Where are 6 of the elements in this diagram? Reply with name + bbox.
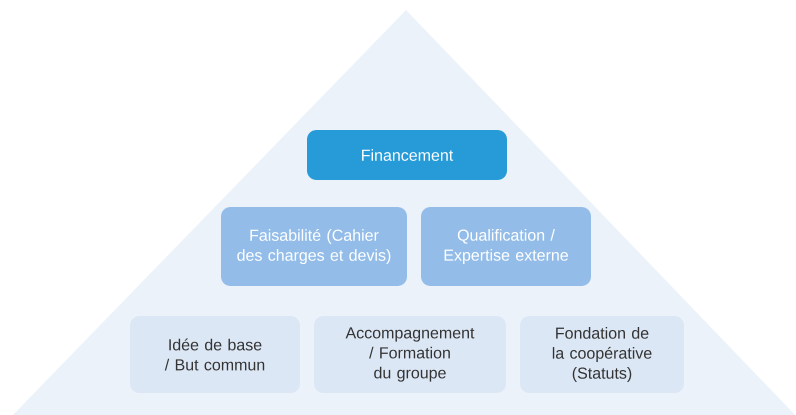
top-box: Financement	[307, 130, 507, 180]
base-box: Fondation de la coopérative (Statuts)	[520, 316, 684, 394]
base-box: Accompagnement / Formation du groupe	[314, 316, 506, 394]
middle-box: Qualification / Expertise externe	[421, 207, 591, 286]
base-box: Idée de base / But commun	[130, 316, 300, 394]
middle-box: Faisabilité (Cahier des charges et devis)	[221, 207, 407, 286]
